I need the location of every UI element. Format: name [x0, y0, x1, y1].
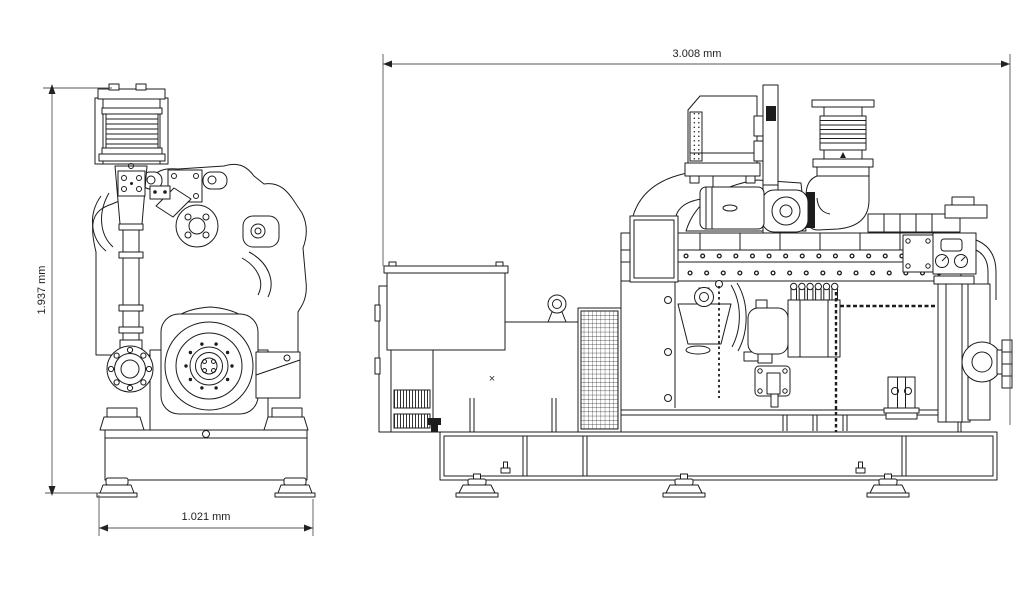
seawater-pump-side: [962, 340, 1012, 388]
dimension-length: 3.008 mm: [383, 48, 1010, 425]
turbocharger: [700, 187, 808, 232]
isolator-foot: [867, 474, 909, 497]
governor: [748, 300, 788, 354]
front-view: 1.937 mm 1.021 mm: [36, 84, 315, 536]
base-frame-side: [440, 432, 997, 497]
seawater-pipe: [123, 218, 139, 344]
elbow-clamp: [806, 192, 815, 228]
dimension-height: 1.937 mm: [36, 84, 112, 496]
vent-louver: [394, 414, 430, 428]
width-dimension-label: 1.021 mm: [182, 511, 231, 523]
isolator-foot: [97, 478, 137, 497]
filter-bracket-bar: [763, 85, 778, 185]
cooler-window: [630, 216, 678, 282]
crank-damper: [161, 307, 258, 414]
isolator-foot: [456, 474, 498, 497]
engine-bracket-front: [256, 352, 300, 398]
vibration-mounts-front: [100, 408, 308, 430]
lifting-eye: [548, 295, 566, 313]
terminal-box: [384, 262, 508, 350]
panel-display: [941, 239, 962, 251]
coupling-guard: [578, 308, 621, 432]
instrument-panel: [903, 197, 996, 300]
guard-mesh: [581, 311, 618, 429]
charge-air-elbow: [630, 170, 713, 282]
air-filter-box: [685, 85, 778, 233]
seawater-pump-flange: [107, 340, 153, 392]
height-dimension-label: 1.937 mm: [36, 266, 48, 315]
small-pump: [755, 366, 790, 407]
lifting-lug: [203, 172, 227, 189]
exhaust-bellows: [806, 100, 874, 230]
isolator-foot: [275, 478, 315, 497]
isolator-foot: [663, 474, 705, 497]
oil-filter: [678, 288, 731, 355]
front-flange: [176, 205, 218, 247]
exhaust-manifold: [868, 214, 960, 232]
bellows-front: [106, 114, 158, 148]
dimension-width: 1.021 mm: [99, 495, 313, 536]
base-frame-front: [97, 430, 315, 497]
engine-mount-bracket: [884, 377, 919, 419]
air-silencer-front: [95, 84, 168, 224]
side-view: × 3.008 mm: [375, 48, 1012, 497]
length-dimension-label: 3.008 mm: [673, 48, 722, 60]
exhaust-elbow: [806, 176, 869, 230]
filter-mesh-panel: [690, 112, 702, 161]
charge-duct: [700, 187, 764, 229]
vent-louver: [394, 390, 430, 408]
dipstick-chain: [716, 281, 723, 399]
center-mark: ×: [489, 373, 495, 385]
injection-pump: [788, 283, 840, 357]
